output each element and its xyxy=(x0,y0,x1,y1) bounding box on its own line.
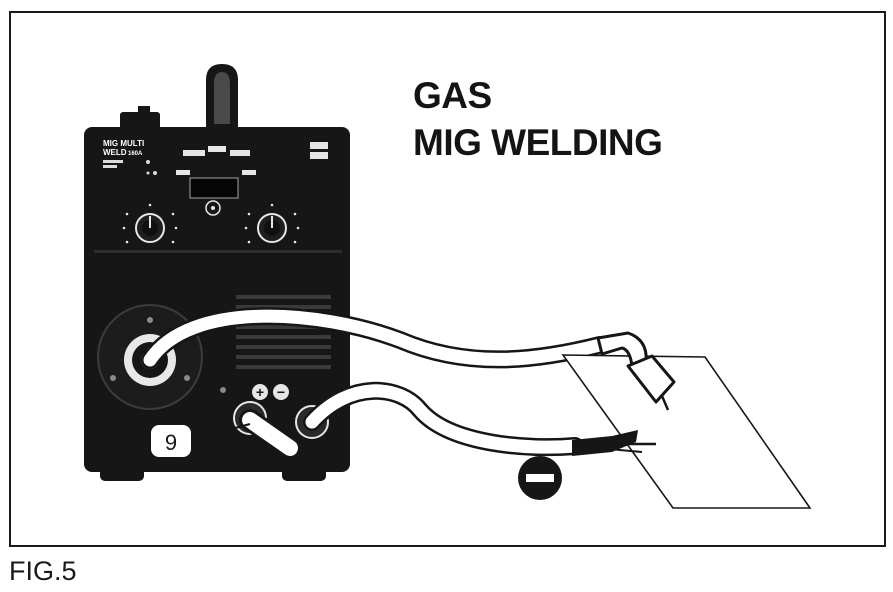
earth-clamp-icon xyxy=(572,430,656,456)
positive-terminal-label: + xyxy=(252,384,268,400)
voltage-knob[interactable] xyxy=(122,203,178,244)
brand-line2: WELD xyxy=(103,148,127,157)
title-line-1: GAS xyxy=(413,75,492,116)
mode-synergic-icon xyxy=(208,146,226,152)
torch-trigger-icon xyxy=(242,170,256,175)
svg-text:−: − xyxy=(277,384,285,400)
svg-text:+: + xyxy=(256,384,264,400)
torch-cable xyxy=(141,307,609,369)
workpiece-plate xyxy=(561,354,812,509)
title-line-2: MIG WELDING xyxy=(413,122,663,163)
ventilation-slots xyxy=(236,295,331,369)
wire-speed-knob[interactable] xyxy=(244,203,300,244)
mode-mma-icon xyxy=(230,150,250,156)
ce-mark-icon xyxy=(310,142,328,149)
mode-mig-icon xyxy=(183,150,205,156)
callout-9: 9 xyxy=(149,423,251,459)
model-label: 160A xyxy=(128,151,143,157)
mig-torch-icon xyxy=(596,331,676,411)
negative-polarity-badge xyxy=(518,456,562,500)
brand-line1: MIG MULTI xyxy=(103,139,144,148)
wire-icon xyxy=(176,170,190,175)
earth-cable xyxy=(239,381,584,459)
diagram-title: GAS MIG WELDING xyxy=(413,72,663,166)
digital-display xyxy=(189,177,239,199)
figure-caption: FIG.5 xyxy=(9,556,77,586)
callout-number: 9 xyxy=(165,430,177,455)
figure-frame xyxy=(9,11,886,547)
negative-terminal-label: − xyxy=(273,384,289,400)
warning-icon xyxy=(310,152,328,159)
